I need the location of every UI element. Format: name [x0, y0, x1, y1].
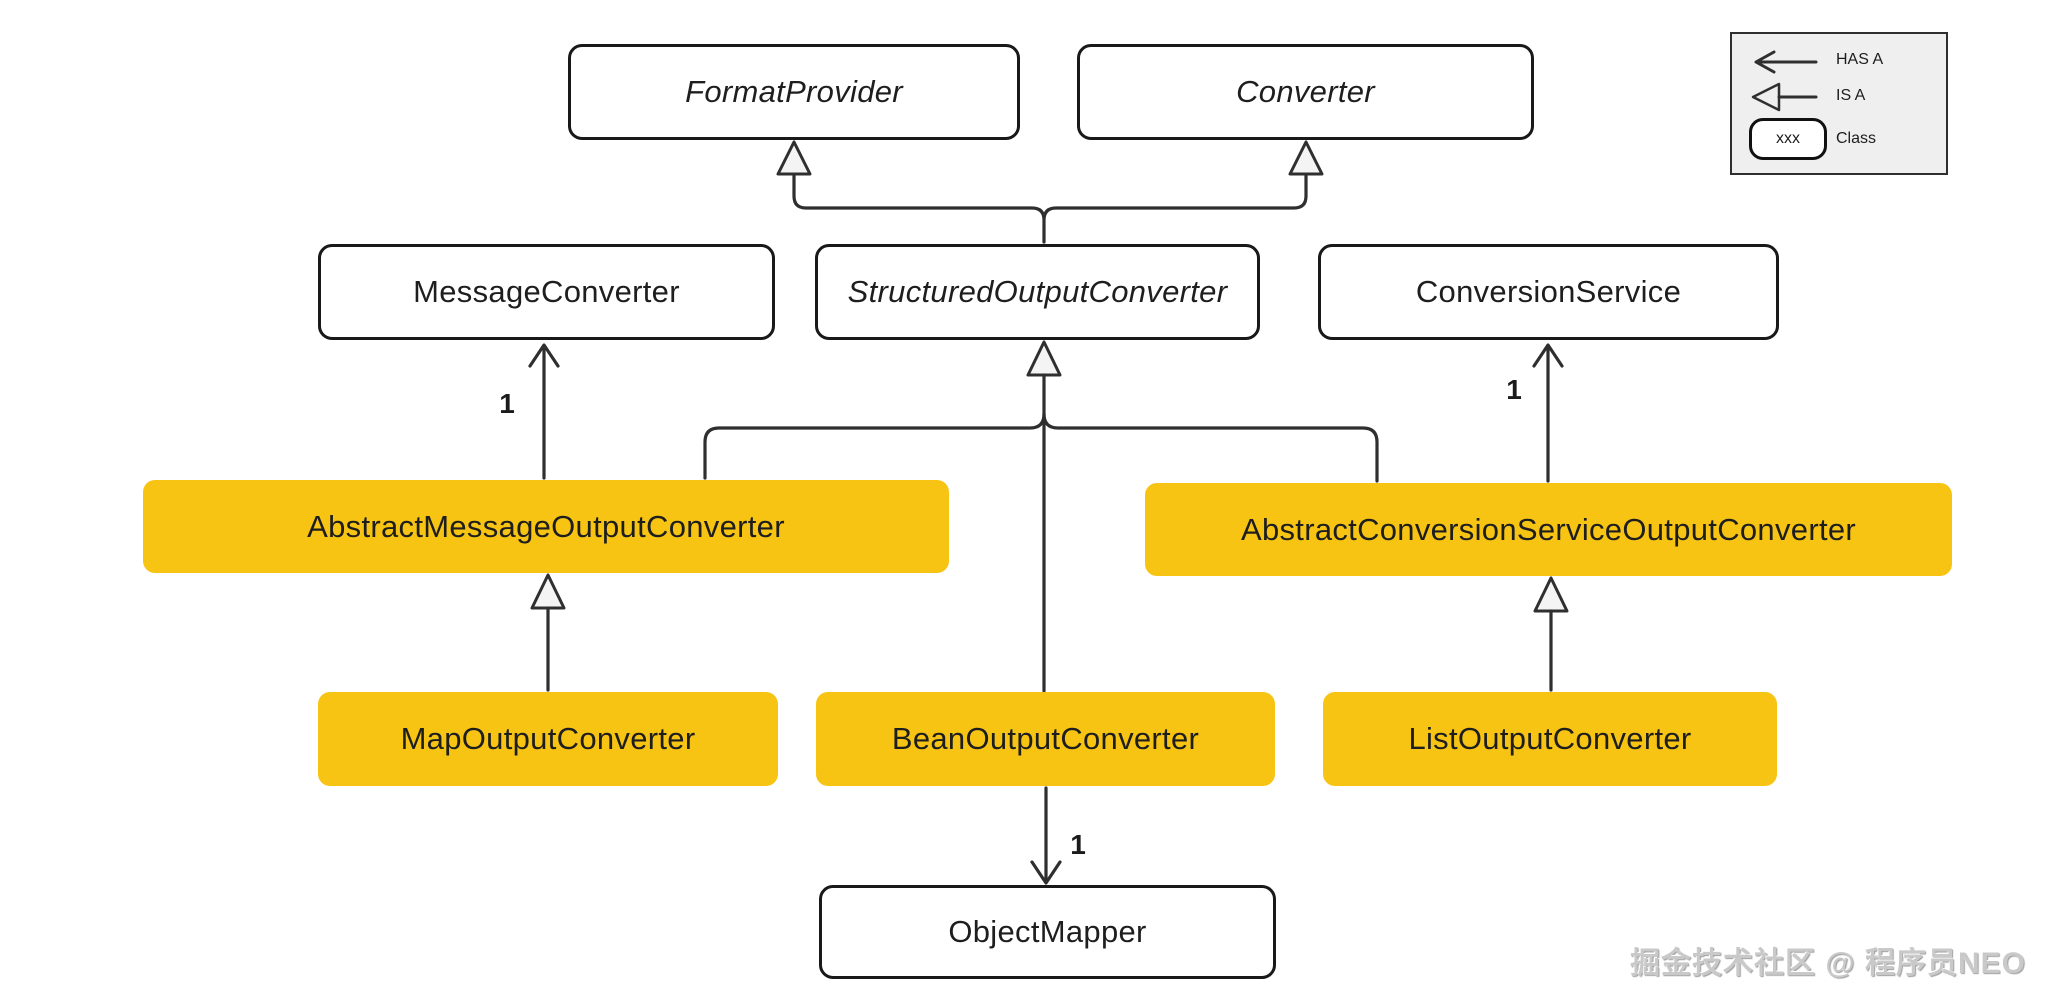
node-bean-output-converter: BeanOutputConverter [816, 692, 1275, 786]
legend: HAS A IS A xxx Class [1730, 32, 1948, 175]
is-a-arrowhead-abstract-conversion-service-output-converter [1533, 576, 1569, 613]
node-abstract-message-output-converter: AbstractMessageOutputConverter [143, 480, 949, 573]
node-structured-output-converter: StructuredOutputConverter [815, 244, 1260, 340]
has-a-arrowhead-message-converter [528, 343, 560, 368]
legend-label-is-a: IS A [1836, 87, 1866, 104]
has-a-arrow-icon [1754, 50, 1818, 74]
multiplicity-label-object-mapper: 1 [1070, 829, 1086, 860]
is-a-arrowhead-structured-output-converter [1026, 340, 1062, 377]
has-a-arrowhead-object-mapper [1030, 860, 1062, 885]
node-object-mapper: ObjectMapper [819, 885, 1276, 979]
legend-label-has-a: HAS A [1836, 51, 1884, 68]
is-a-connector-abstracts-to-structured [703, 412, 1379, 483]
node-map-output-converter: MapOutputConverter [318, 692, 778, 786]
node-abstract-conversion-service-output-converter: AbstractConversionServiceOutputConverter [1145, 483, 1952, 576]
node-list-output-converter: ListOutputConverter [1323, 692, 1777, 786]
is-a-arrowhead-converter [1288, 140, 1324, 176]
is-a-arrowhead-format-provider [776, 140, 812, 176]
is-a-connector-structured-to-top-interfaces [792, 172, 1308, 244]
watermark: 掘金技术社区 @ 程序员NEO [1630, 947, 2026, 980]
multiplicity-label-conversion-service: 1 [1506, 374, 1522, 405]
is-a-arrowhead-abstract-message-output-converter [530, 573, 566, 610]
is-a-arrow-icon [1751, 82, 1818, 112]
node-message-converter: MessageConverter [318, 244, 775, 340]
node-conversion-service: ConversionService [1318, 244, 1779, 340]
node-converter: Converter [1077, 44, 1534, 140]
legend-label-class: Class [1836, 130, 1877, 147]
has-a-arrowhead-conversion-service [1532, 343, 1564, 368]
node-format-provider: FormatProvider [568, 44, 1020, 140]
class-box-icon: xxx [1749, 118, 1827, 160]
multiplicity-label-message-converter: 1 [499, 388, 515, 419]
